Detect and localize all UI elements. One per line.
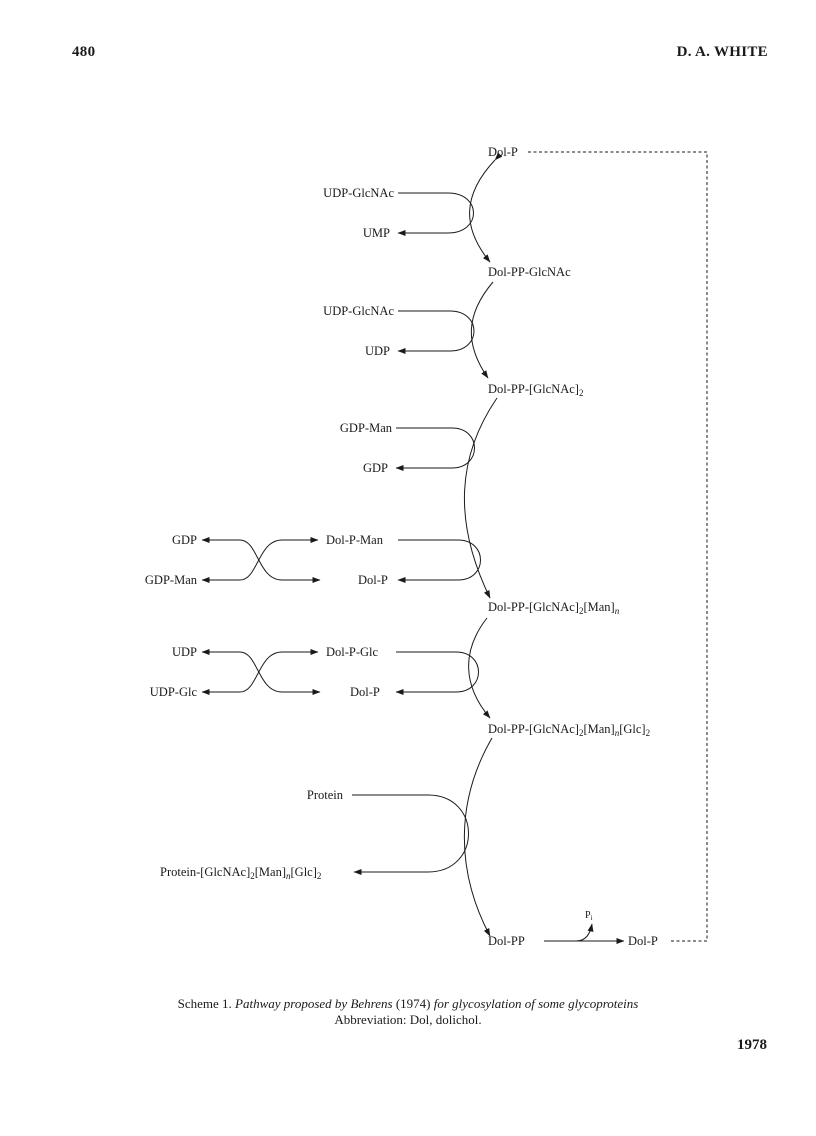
step5-side-top-label: UDP	[172, 645, 197, 659]
page-number: 480	[72, 44, 96, 60]
label-dol-pp-glcnac2-man-n: Dol-PP-[GlcNAc]2[Man]n	[488, 600, 620, 616]
step6-loop	[352, 794, 469, 875]
step1-donor-label: UDP-GlcNAc	[323, 186, 394, 200]
step2-product-label: UDP	[365, 344, 390, 358]
step4-loop	[397, 539, 481, 583]
step5-product-label: Dol-P	[350, 685, 380, 699]
dolpman-cross-a	[201, 537, 318, 581]
step4-side-top-label: GDP	[172, 533, 197, 547]
dolpglc-cross-b	[202, 649, 319, 693]
dolpman-cross-b	[202, 537, 319, 581]
step5-side-bottom-label: UDP-Glc	[150, 685, 198, 699]
step3-product-label: GDP	[363, 461, 388, 475]
label-dol-p-start: Dol-P	[488, 145, 518, 159]
main-curve-1-to-2	[469, 152, 503, 263]
step6-donor-label: Protein	[307, 788, 344, 802]
main-curve-4-to-5	[468, 617, 491, 719]
dolp-recycle-dashed-line	[528, 151, 708, 942]
main-curve-5-to-6	[463, 737, 493, 937]
main-curve-3-to-4	[463, 397, 498, 599]
dolpglc-cross-a	[201, 649, 318, 693]
step5-donor-label: Dol-P-Glc	[326, 645, 379, 659]
step4-side-bottom-label: GDP-Man	[145, 573, 198, 587]
label-dol-pp-glcnac2-man-n-glc2: Dol-PP-[GlcNAc]2[Man]n[Glc]2	[488, 722, 650, 738]
scheme-caption: Scheme 1. Pathway proposed by Behrens (1…	[0, 996, 816, 1028]
label-pi: Pi	[585, 910, 593, 922]
step1-product-label: UMP	[363, 226, 390, 240]
label-dol-p-end: Dol-P	[628, 934, 658, 948]
footer-page-number: 1978	[737, 1037, 767, 1053]
step3-donor-label: GDP-Man	[340, 421, 393, 435]
step2-donor-label: UDP-GlcNAc	[323, 304, 394, 318]
step5-loop	[395, 651, 479, 695]
label-dol-pp-glcnac: Dol-PP-GlcNAc	[488, 265, 571, 279]
running-header-author: D. A. WHITE	[676, 44, 768, 60]
caption-abbreviation: Abbreviation: Dol, dolichol.	[334, 1012, 482, 1027]
step6-product-label: Protein-[GlcNAc]2[Man]n[Glc]2	[160, 865, 321, 881]
label-dol-pp-glcnac2: Dol-PP-[GlcNAc]2	[488, 382, 583, 398]
step3-loop	[395, 427, 475, 471]
pi-release-arrow	[575, 923, 594, 942]
label-dol-pp: Dol-PP	[488, 934, 525, 948]
step4-product-label: Dol-P	[358, 573, 388, 587]
step4-donor-label: Dol-P-Man	[326, 533, 384, 547]
step2-loop	[397, 310, 475, 354]
step1-loop	[397, 192, 474, 236]
main-curve-2-to-3	[470, 281, 494, 379]
